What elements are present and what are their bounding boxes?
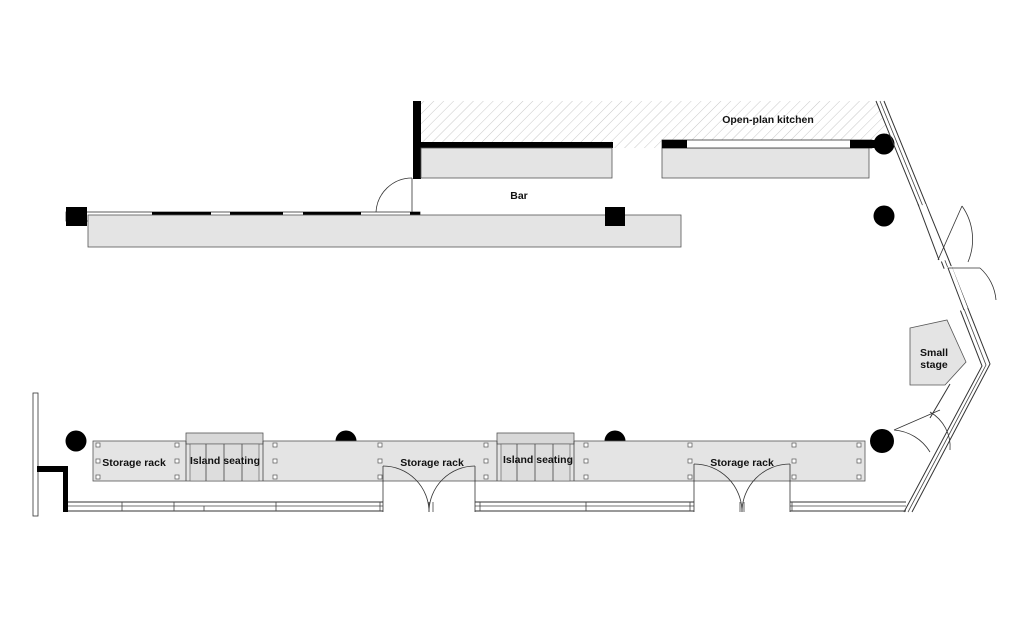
island-seating-2: Island seating <box>496 432 575 482</box>
columns <box>65 133 895 453</box>
kitchen-walls <box>413 101 613 179</box>
bar-label: Bar <box>510 190 528 202</box>
bottom-doors <box>382 463 791 513</box>
bar-counter: Bar <box>87 190 682 248</box>
storage-rack-1-label: Storage rack <box>102 457 166 469</box>
island-seating-1: Island seating <box>185 432 264 482</box>
kitchen-counters <box>420 139 875 179</box>
column-3 <box>65 430 87 452</box>
left-end-wall <box>32 392 68 517</box>
stage-label-line1: Small <box>920 347 948 359</box>
bar-door <box>375 177 413 213</box>
island-seating-2-label: Island seating <box>503 454 573 466</box>
lower-fixtures: Island seating Island seating Storage ra… <box>92 432 866 482</box>
rack-posts <box>95 442 862 480</box>
small-stage: Small stage <box>909 319 967 386</box>
island-seating-1-label: Island seating <box>190 455 260 467</box>
stage-label-line2: stage <box>920 359 948 371</box>
column-2 <box>873 205 895 227</box>
storage-rack-3-label: Storage rack <box>710 457 774 469</box>
column-6 <box>870 429 894 453</box>
column-1 <box>873 133 895 155</box>
square-column <box>605 207 625 226</box>
storage-rack-2-label: Storage rack <box>400 457 464 469</box>
facade-doors <box>893 205 997 453</box>
kitchen-label: Open-plan kitchen <box>722 114 814 126</box>
open-plan-kitchen-area: Open-plan kitchen <box>420 101 893 148</box>
right-facade <box>875 100 991 513</box>
